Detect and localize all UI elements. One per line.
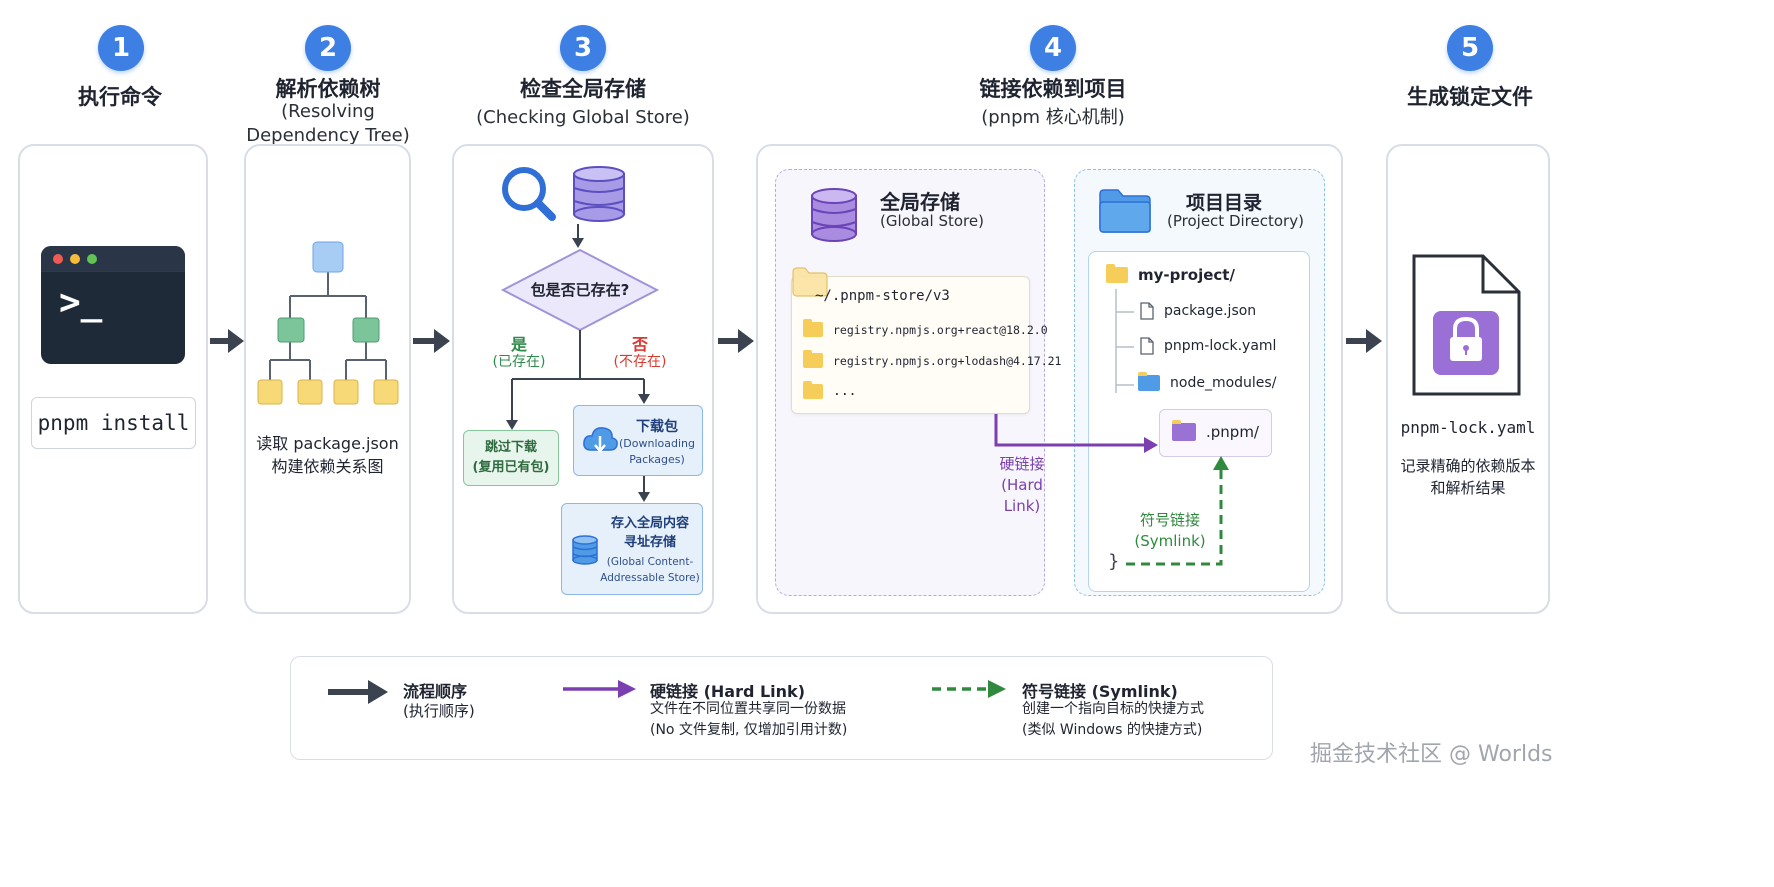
file-icon — [1140, 302, 1154, 320]
yes-sublabel: (已存在) — [492, 354, 546, 370]
step-1-panel — [18, 144, 208, 614]
step-3-flowchart — [500, 166, 660, 502]
step-3-subtitle: (Checking Global Store) — [476, 107, 690, 128]
folder-icon — [803, 350, 823, 368]
step-5-title: 生成锁定文件 — [1407, 85, 1533, 109]
content-addressable-store-box: 存入全局内容 寻址存储 (Global Content- Addressable… — [561, 503, 703, 595]
step-3-badge: 3 — [560, 25, 606, 71]
legend-symlink-desc: 创建一个指向目标的快捷方式 (类似 Windows 的快捷方式) — [1022, 701, 1204, 738]
lock-file-icon — [1412, 254, 1521, 396]
flow-arrow-3-4 — [718, 329, 754, 353]
step-2-panel — [244, 144, 411, 614]
store-subtitle: (Global Content- Addressable Store) — [600, 556, 700, 584]
flow-arrow-2-3 — [413, 329, 450, 353]
step-5-badge: 5 — [1447, 25, 1493, 71]
legend-hardlink-arrow — [563, 680, 636, 698]
tree-pnpm: .pnpm/ — [1172, 420, 1259, 441]
folder-icon — [1172, 420, 1196, 441]
global-store-subtitle: (Global Store) — [880, 212, 984, 230]
global-store-title: 全局存储 — [880, 190, 960, 214]
project-directory-subtitle: (Project Directory) — [1167, 212, 1304, 230]
project-directory-title: 项目目录 — [1186, 192, 1263, 214]
file-icon — [1140, 337, 1154, 355]
legend-flow-desc: (执行顺序) — [403, 702, 475, 720]
symlink-label: 符号链接 (Symlink) — [1134, 511, 1206, 550]
step-2-description: 读取 package.json 构建依赖关系图 — [256, 434, 399, 476]
legend-symlink-arrow — [932, 680, 1006, 698]
tree-file: pnpm-lock.yaml — [1140, 337, 1276, 355]
step-5-description: 记录精确的依赖版本 和解析结果 — [1400, 457, 1536, 497]
step-4-subtitle: (pnpm 核心机制) — [981, 107, 1125, 128]
search-icon — [502, 167, 556, 221]
brace-glyph: } — [1108, 551, 1120, 572]
step-2-title: 解析依赖树 — [275, 77, 381, 101]
no-label: 否 — [631, 335, 648, 354]
legend-hardlink-title: 硬链接 (Hard Link) — [650, 682, 806, 701]
project-folder-icon — [1099, 189, 1151, 233]
step-2-subtitle: (Resolving Dependency Tree) — [246, 101, 410, 146]
dependency-tree-icon — [257, 241, 399, 405]
store-path-card — [791, 276, 1030, 414]
skip-download-text: 跳过下载 (复用已有包) — [472, 440, 550, 475]
download-title: 下载包 — [636, 419, 678, 435]
database-small-icon — [572, 535, 598, 565]
hardlink-label: 硬链接 (Hard Link) — [999, 455, 1045, 515]
command-text: pnpm install — [37, 411, 190, 435]
legend-hardlink-desc: 文件在不同位置共享同一份数据 (No 文件复制, 仅增加引用计数) — [650, 701, 848, 738]
folder-icon — [1138, 372, 1160, 391]
store-item: registry.npmjs.org+lodash@4.17.21 — [803, 350, 1061, 368]
step-3-title: 检查全局存储 — [520, 77, 646, 101]
yes-label: 是 — [510, 335, 527, 354]
store-item: registry.npmjs.org+react@18.2.0 — [803, 319, 1048, 337]
tree-root: my-project/ — [1106, 264, 1235, 284]
tree-node-modules: node_modules/ — [1138, 372, 1276, 391]
step-4-title: 链接依赖到项目 — [979, 77, 1127, 101]
folder-icon — [803, 381, 823, 399]
store-title: 存入全局内容 寻址存储 — [610, 516, 689, 550]
tree-lines — [1115, 289, 1134, 393]
terminal-window-icon: >_ — [41, 246, 185, 364]
skip-download-box: 跳过下载 (复用已有包) — [463, 430, 559, 486]
folder-icon — [1106, 264, 1128, 283]
no-sublabel: (不存在) — [613, 354, 667, 370]
legend-flow-arrow — [328, 680, 388, 704]
lock-file-name: pnpm-lock.yaml — [1400, 418, 1536, 437]
step-1-title: 执行命令 — [78, 85, 162, 109]
store-path: ~/.pnpm-store/v3 — [815, 288, 950, 304]
store-item: ... — [803, 381, 856, 399]
download-subtitle: (Downloading Packages) — [619, 437, 695, 466]
cloud-download-icon — [583, 427, 618, 453]
legend-symlink-title: 符号链接 (Symlink) — [1022, 682, 1178, 701]
step-2-badge: 2 — [305, 25, 351, 71]
database-icon — [573, 166, 625, 222]
download-packages-box: 下载包 (Downloading Packages) — [573, 405, 703, 476]
step-1-badge: 1 — [98, 25, 144, 71]
hardlink-arrow — [994, 414, 1158, 453]
command-box: pnpm install — [31, 397, 196, 449]
global-database-icon — [811, 188, 857, 242]
watermark: 掘金技术社区 @ Worlds — [1310, 742, 1553, 767]
decision-label: 包是否已存在? — [530, 281, 630, 299]
step-4-badge: 4 — [1030, 25, 1076, 71]
tree-file: package.json — [1140, 302, 1256, 320]
store-folder-icon — [792, 267, 828, 297]
legend-box — [290, 656, 1273, 760]
flow-arrow-1-2 — [210, 329, 244, 353]
flow-arrow-4-5 — [1346, 329, 1382, 353]
legend-flow-title: 流程顺序 — [403, 682, 468, 701]
folder-icon — [803, 319, 823, 337]
symlink-arrow — [1126, 456, 1229, 566]
